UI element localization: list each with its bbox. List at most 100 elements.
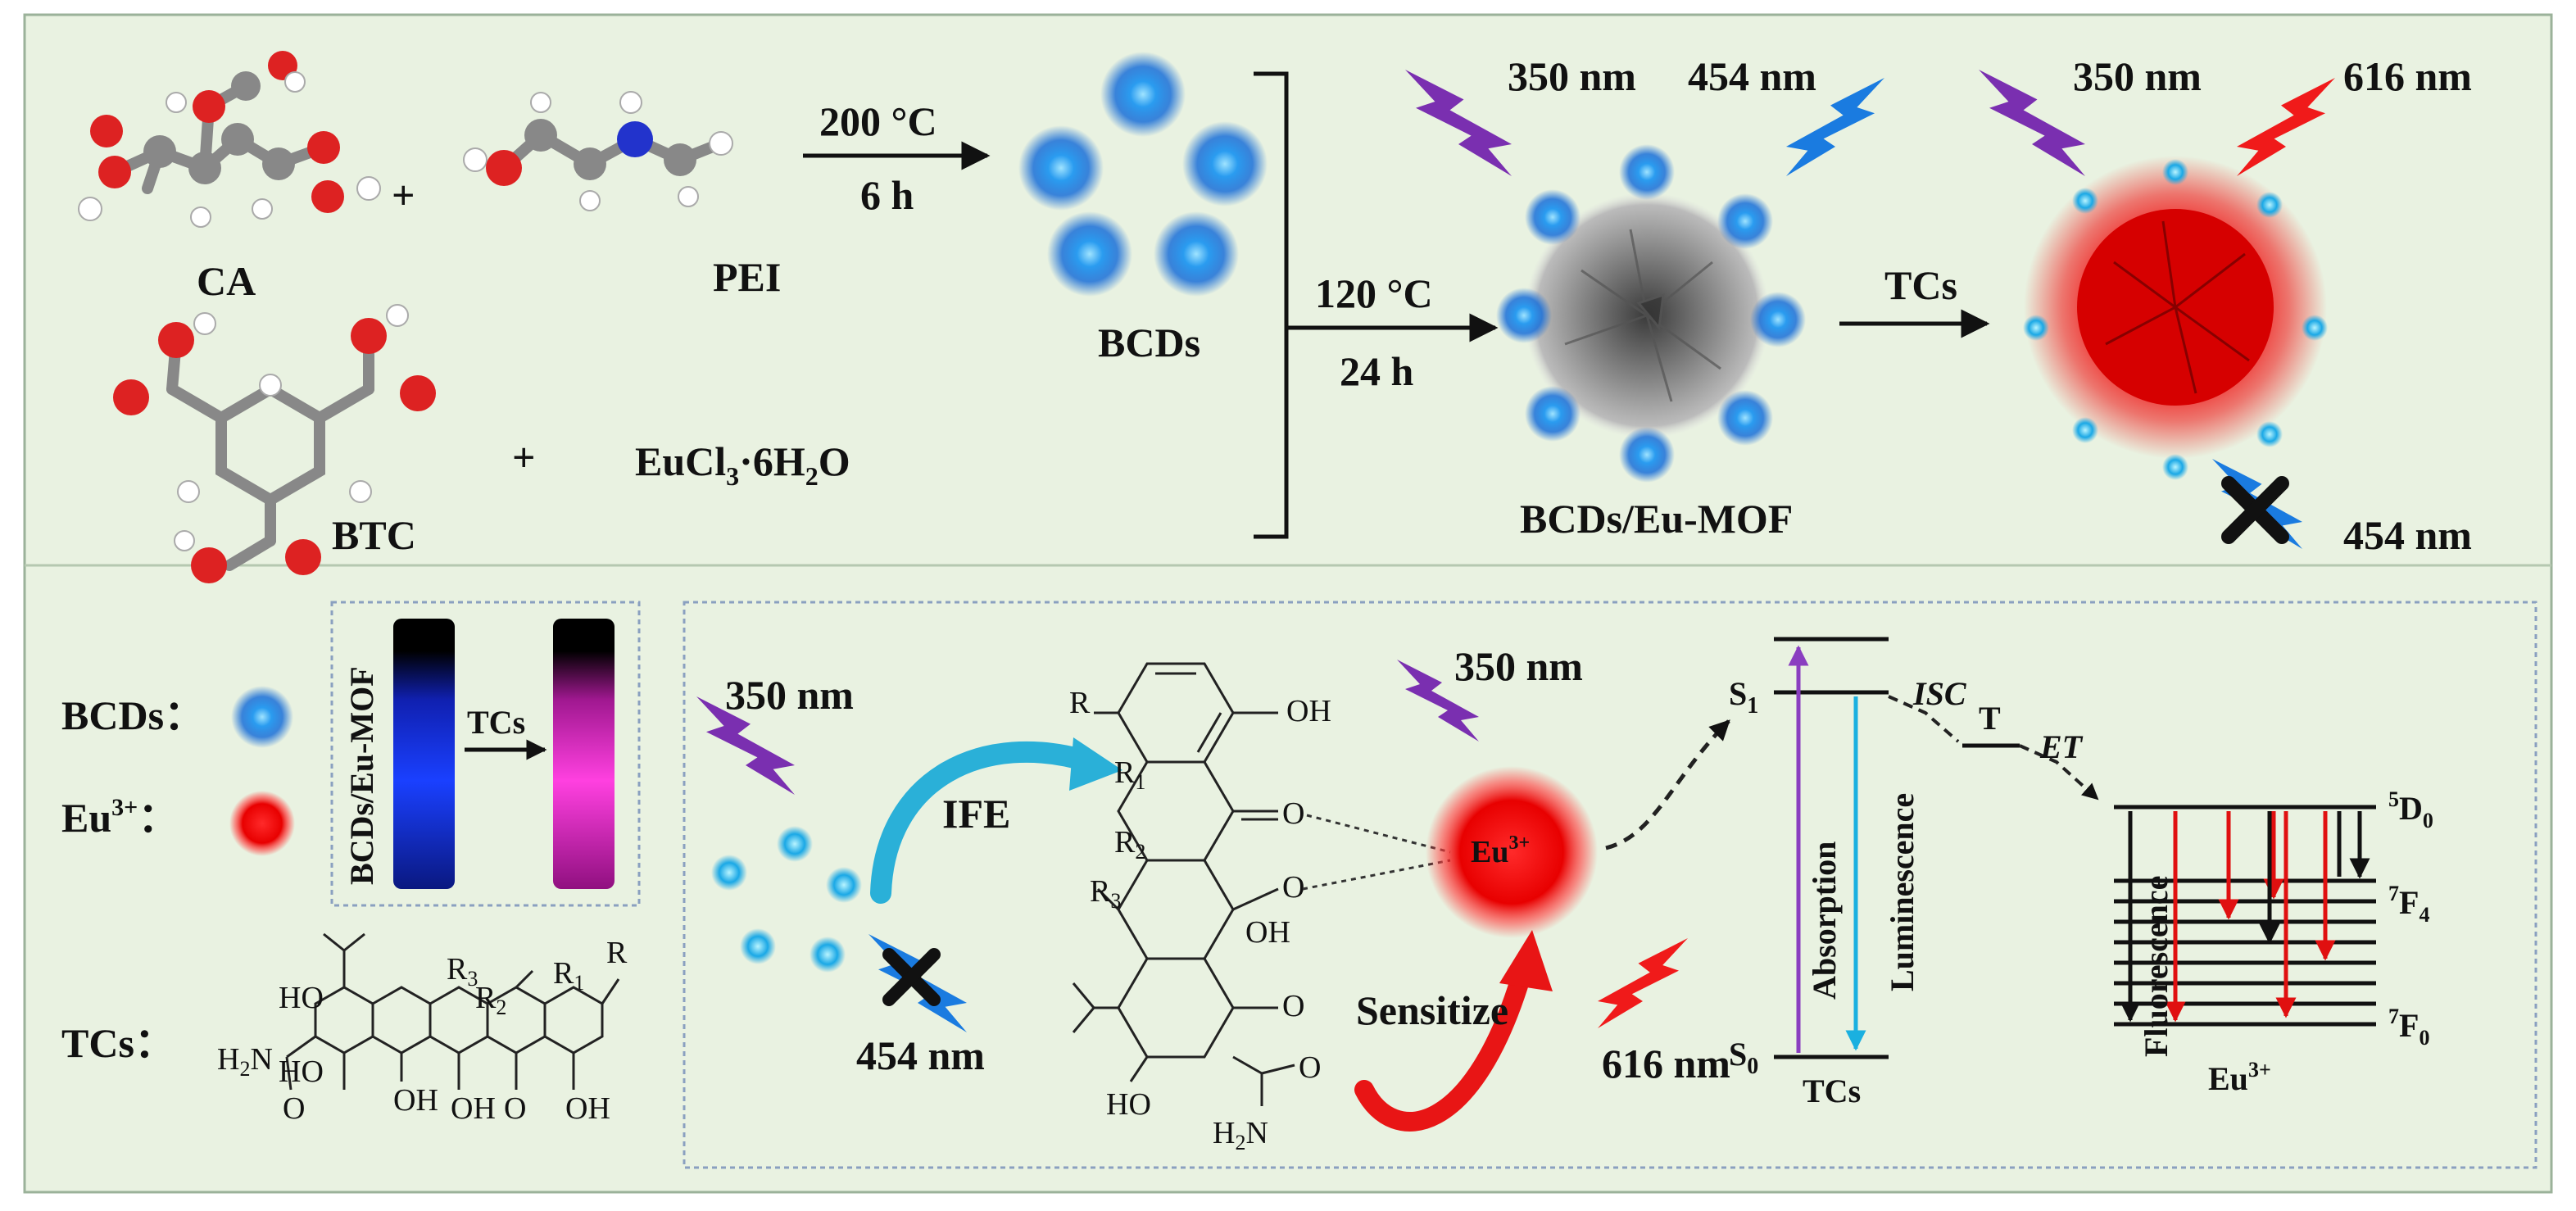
excitation-350-top-1: 350 nm — [1508, 53, 1636, 99]
bcds-eu-mof-particle — [1496, 144, 1806, 483]
step1-temperature: 200 °C — [819, 98, 937, 144]
luminescence-label: Luminescence — [1884, 793, 1921, 991]
eu-energy-levels — [2114, 805, 2376, 1027]
legend-eu-dot — [229, 791, 295, 856]
tcs-ho-1: HO — [279, 981, 324, 1015]
tcs-o-2: O — [504, 1091, 526, 1126]
eu-ion-sphere — [1426, 766, 1598, 938]
d0-label: 5D0 — [2388, 787, 2433, 832]
bcd-dot — [740, 928, 776, 964]
bcd-dot — [2162, 454, 2188, 480]
tcs-r2: R2 — [475, 981, 506, 1019]
bcd-dot — [1182, 121, 1268, 206]
absorption-label: Absorption — [1806, 841, 1843, 1000]
bcd-dot — [1525, 189, 1581, 245]
ife-arrow — [870, 741, 1100, 904]
struct-ho: HO — [1106, 1087, 1151, 1122]
bcd-dot — [826, 867, 862, 903]
legend-bcd-dot — [231, 686, 293, 748]
step2-temperature: 120 °C — [1315, 270, 1433, 316]
emission-454-top: 454 nm — [1688, 53, 1816, 99]
tcs-oh-3: OH — [565, 1091, 610, 1126]
struct-o-4: O — [1299, 1050, 1321, 1085]
vial-label: BCDs/Eu-MOF — [343, 666, 380, 885]
bcd-dot — [711, 855, 747, 891]
struct-r: R — [1069, 686, 1091, 720]
eu-energy-label: Eu3+ — [2208, 1058, 2271, 1097]
struct-oh-top: OH — [1286, 694, 1331, 728]
tcs-r1: R1 — [553, 956, 584, 995]
btc-molecule-icon — [113, 304, 436, 583]
vial-arrow-label: TCs — [467, 704, 525, 741]
struct-o-1: O — [1282, 796, 1304, 831]
struct-r2: R2 — [1114, 825, 1145, 864]
ife-arrowhead — [1069, 737, 1122, 791]
step1-time: 6 h — [860, 172, 914, 218]
legend-bcds-label: BCDs： — [61, 692, 205, 738]
s1-label: S1 — [1729, 675, 1758, 719]
bcd-dot — [1619, 427, 1675, 483]
tcs-phenol-ring — [543, 978, 620, 1090]
f4-label: 7F4 — [2388, 882, 2429, 927]
btc-label: BTC — [332, 512, 416, 558]
product-label: BCDs/Eu-MOF — [1520, 496, 1793, 542]
step2-time: 24 h — [1340, 348, 1414, 394]
tcs-ho-2: HO — [279, 1055, 324, 1089]
excitation-350-left: 350 nm — [725, 672, 854, 718]
fluorescence-label: Fluorescence — [2138, 876, 2175, 1057]
s0-label: S0 — [1729, 1036, 1758, 1079]
sensitize-label: Sensitize — [1356, 987, 1508, 1033]
tcs-o-1: O — [283, 1091, 305, 1126]
struct-oh-mid: OH — [1245, 915, 1290, 950]
pei-molecule-icon — [463, 91, 733, 211]
eu-center-label: Eu3+ — [1471, 832, 1530, 869]
bcd-dot — [2072, 417, 2098, 443]
sensitize-arrow — [1354, 957, 1534, 1132]
tcs-r3: R3 — [447, 952, 478, 991]
ife-label: IFE — [942, 791, 1010, 837]
tcs-arrow-label: TCs — [1884, 262, 1957, 308]
combine-bracket — [1254, 71, 1289, 539]
plus-sign-1: + — [392, 172, 415, 218]
bcd-dot — [777, 826, 813, 862]
et-path — [2019, 744, 2099, 801]
quenched-454-bottom: 454 nm — [856, 1032, 985, 1078]
bcds-label: BCDs — [1098, 320, 1200, 365]
struct-o-3: O — [1282, 989, 1304, 1023]
quenched-mof-particle — [2023, 156, 2328, 480]
et-label: ET — [2039, 728, 2084, 765]
bcd-dot — [1525, 386, 1581, 442]
legend-eu-label: Eu3+： — [61, 794, 179, 841]
mechanism-panel — [683, 601, 2537, 1169]
sensitize-arrowhead — [1499, 930, 1553, 991]
bcd-dot — [1496, 288, 1552, 343]
bcd-dot — [1154, 211, 1239, 297]
bcd-dot — [1619, 144, 1675, 200]
plus-sign-2: + — [512, 434, 536, 480]
bcd-dot — [810, 937, 846, 973]
excitation-350-top-2: 350 nm — [2073, 53, 2202, 99]
t-label: T — [1979, 700, 2001, 737]
pink-vial — [553, 619, 615, 889]
vial-panel — [330, 601, 641, 907]
dimethylamino-group — [1072, 982, 1095, 1033]
f0-label: 7F0 — [2388, 1005, 2429, 1050]
bcds-small-cluster — [711, 826, 862, 973]
tcs-h2n: H2N — [217, 1042, 273, 1081]
bcd-dot — [1717, 193, 1773, 249]
isc-label: ISC — [1912, 675, 1967, 712]
quench-x-icon — [2221, 476, 2289, 544]
bcd-dot — [1717, 390, 1773, 446]
struct-o-2: O — [1282, 870, 1304, 905]
tcs-structure-diagram — [285, 932, 546, 1091]
bcd-dot — [2256, 421, 2283, 447]
bcd-dot — [1100, 52, 1186, 137]
bcd-dot — [2023, 315, 2049, 341]
emission-616-top: 616 nm — [2343, 53, 2472, 99]
bcd-dot — [1018, 125, 1104, 211]
isc-path — [1888, 695, 1960, 743]
tc-molecule-structure — [1094, 662, 1295, 1106]
eucl3-label: EuCl3·6H2O — [635, 438, 850, 491]
bcd-dot — [2072, 188, 2098, 214]
